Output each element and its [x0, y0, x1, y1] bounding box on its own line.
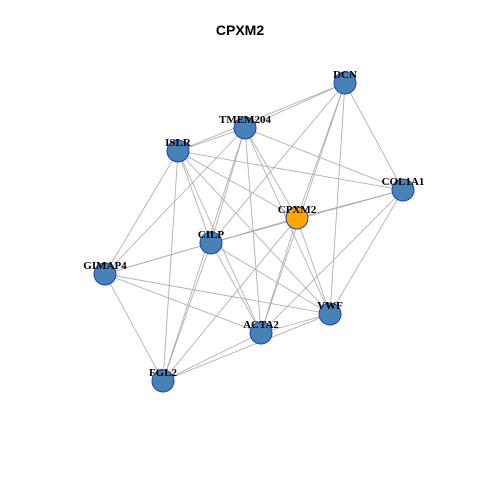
node-circle-acta2	[249, 321, 273, 345]
edge-islr-fgl2	[162, 150, 179, 382]
node-circle-islr	[166, 139, 190, 163]
edge-dcn-acta2	[260, 82, 346, 334]
node-label-gimap4: GIMAP4	[83, 260, 127, 272]
edge-col1a1-acta2	[260, 189, 404, 334]
node-cpxm2: CPXM2	[278, 204, 317, 230]
graph-title: CPXM2	[216, 22, 264, 38]
node-gimap4: GIMAP4	[83, 260, 127, 286]
node-circle-col1a1	[391, 178, 415, 202]
edge-dcn-vwf	[329, 82, 346, 315]
edge-cilp-acta2	[210, 242, 262, 334]
node-circle-gimap4	[93, 262, 117, 286]
edge-cpxm2-acta2	[260, 217, 298, 334]
node-label-cpxm2: CPXM2	[278, 204, 317, 216]
edge-cilp-fgl2	[162, 242, 212, 382]
edge-acta2-fgl2	[162, 332, 262, 382]
edge-islr-vwf	[177, 150, 331, 315]
edge-col1a1-vwf	[329, 189, 404, 315]
edge-tmem204-cpxm2	[244, 127, 298, 219]
edge-cilp-vwf	[210, 242, 331, 315]
edge-gimap4-acta2	[104, 273, 262, 334]
node-cilp: CILP	[198, 229, 225, 255]
node-circle-cpxm2	[285, 206, 309, 230]
edge-gimap4-vwf	[104, 273, 331, 315]
node-label-islr: ISLR	[165, 137, 192, 149]
node-circle-cilp	[199, 231, 223, 255]
node-acta2: ACTA2	[243, 319, 279, 345]
edge-dcn-islr	[177, 82, 346, 152]
edge-islr-gimap4	[104, 150, 179, 275]
edge-gimap4-fgl2	[104, 273, 164, 382]
edge-tmem204-cilp	[210, 127, 246, 244]
node-label-acta2: ACTA2	[243, 319, 279, 331]
node-circle-fgl2	[151, 369, 175, 393]
edge-cilp-gimap4	[104, 242, 212, 275]
node-dcn: DCN	[333, 69, 357, 95]
edge-cpxm2-vwf	[296, 217, 331, 315]
node-label-fgl2: FGL2	[149, 367, 178, 379]
node-label-col1a1: COL1A1	[382, 176, 425, 188]
node-circle-vwf	[318, 302, 342, 326]
edge-islr-col1a1	[177, 150, 404, 191]
edge-cpxm2-fgl2	[162, 217, 298, 382]
node-label-cilp: CILP	[198, 229, 225, 241]
node-vwf: VWF	[317, 300, 343, 326]
node-fgl2: FGL2	[149, 367, 178, 393]
node-tmem204: TMEM204	[219, 114, 271, 140]
node-col1a1: COL1A1	[382, 176, 425, 202]
edge-vwf-acta2	[260, 313, 331, 334]
edge-vwf-fgl2	[162, 313, 331, 382]
edge-dcn-cpxm2	[296, 82, 346, 219]
node-label-vwf: VWF	[317, 300, 343, 312]
node-islr: ISLR	[165, 137, 192, 163]
edge-dcn-tmem204	[244, 82, 346, 129]
edge-tmem204-col1a1	[244, 127, 404, 191]
edge-dcn-cilp	[210, 82, 346, 244]
node-label-tmem204: TMEM204	[219, 114, 271, 126]
node-circle-dcn	[333, 71, 357, 95]
node-circle-tmem204	[233, 116, 257, 140]
edge-tmem204-islr	[177, 127, 246, 152]
edge-islr-cpxm2	[177, 150, 298, 219]
edge-islr-cilp	[177, 150, 212, 244]
edge-dcn-col1a1	[344, 82, 404, 191]
node-label-dcn: DCN	[333, 69, 357, 81]
edge-tmem204-fgl2	[162, 127, 246, 382]
